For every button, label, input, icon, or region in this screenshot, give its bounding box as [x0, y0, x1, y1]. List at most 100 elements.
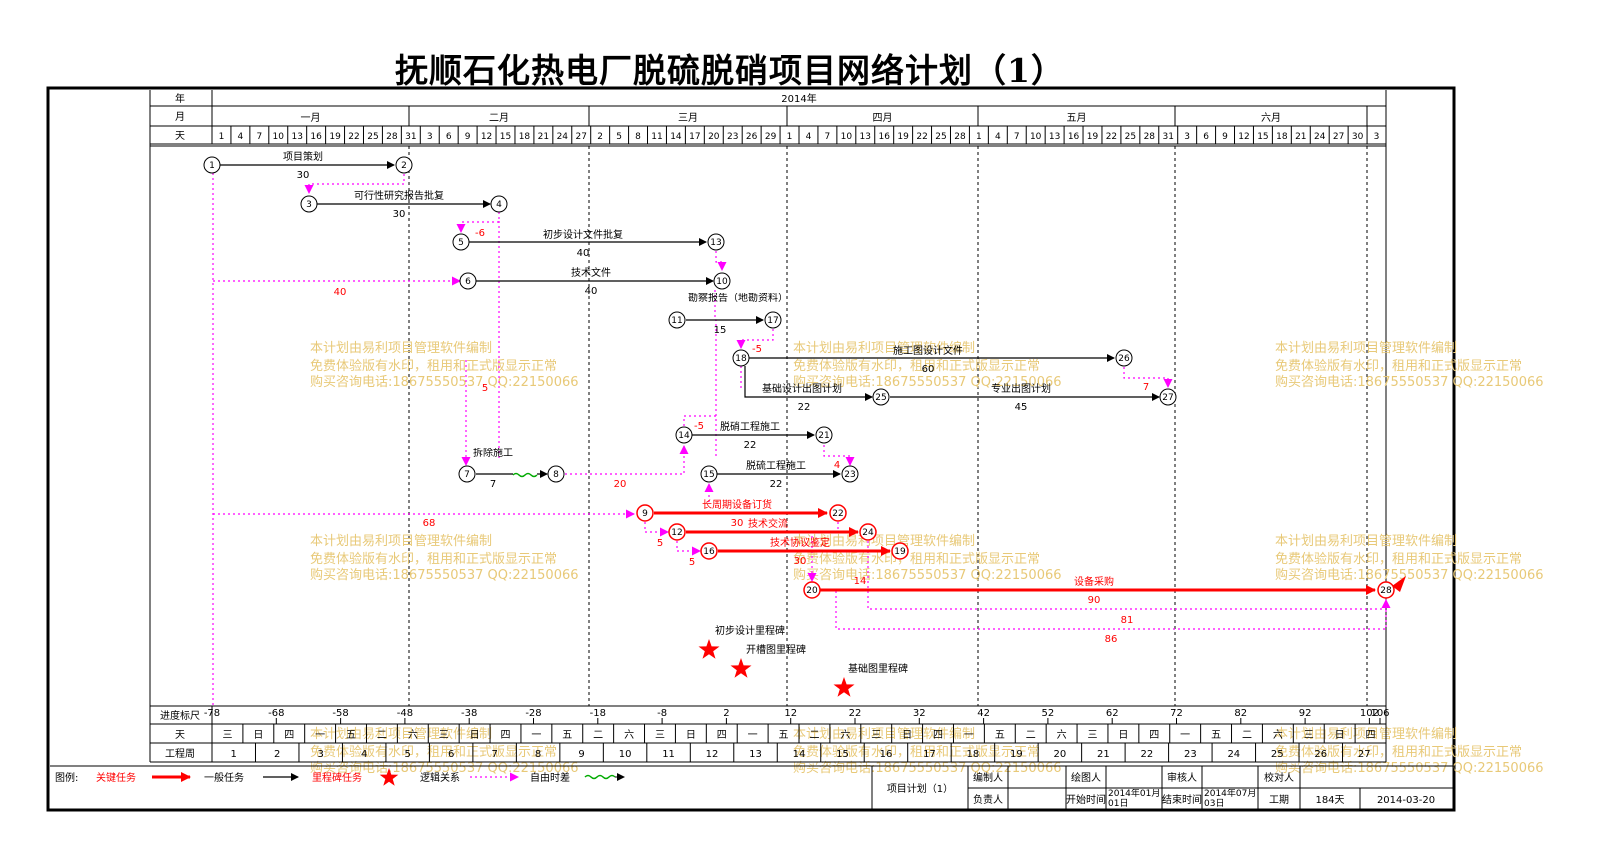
svg-text:11: 11 [671, 316, 682, 326]
task-label: 技术交流 [748, 517, 788, 530]
year-value: 2014年 [781, 92, 816, 105]
day-cell: 21 [1295, 132, 1306, 142]
event-node[interactable]: 23 [841, 465, 859, 483]
svg-text:7: 7 [464, 470, 470, 480]
svg-text:15: 15 [703, 470, 714, 480]
week-cell: 18 [967, 749, 980, 760]
svg-text:10: 10 [716, 277, 728, 287]
task-duration: 30 [393, 209, 406, 220]
event-node[interactable]: 27 [1159, 388, 1177, 406]
day-cell: 16 [878, 132, 890, 142]
event-node[interactable]: 16 [700, 542, 718, 560]
weekday-cell: 六 [840, 729, 850, 741]
task-duration: 45 [1015, 402, 1028, 413]
event-node[interactable]: 3 [300, 195, 318, 213]
weekday-cell: 四 [501, 730, 511, 741]
owner-label: 负责人 [973, 793, 1003, 806]
task-label: 长周期设备订货 [702, 498, 772, 511]
svg-text:19: 19 [894, 547, 906, 557]
day-cell: 24 [557, 132, 569, 142]
svg-text:17: 17 [767, 316, 778, 326]
scale-row-label: 进度标尺 [160, 709, 200, 722]
event-node[interactable]: 21 [815, 426, 833, 444]
day-cell: 10 [273, 132, 285, 142]
weekday-cell: 四 [284, 730, 294, 741]
event-node[interactable]: 2 [395, 156, 413, 174]
day-cell: 22 [1106, 132, 1117, 142]
weekday-cell: 日 [1335, 730, 1345, 741]
day-cell: 9 [465, 132, 471, 142]
day-cell: 28 [386, 132, 398, 142]
milestone-star-icon [730, 658, 752, 678]
task-label: 脱硫工程施工 [746, 459, 806, 472]
event-node[interactable]: 8 [547, 465, 565, 483]
week-cell: 15 [836, 749, 849, 760]
event-node[interactable]: 25 [872, 388, 890, 406]
weekday-cell: 五 [779, 730, 789, 741]
event-node[interactable]: 17 [764, 311, 782, 329]
milestone-star-icon [833, 677, 855, 697]
duration-label: 工期 [1269, 794, 1289, 806]
event-node[interactable]: 12 [668, 523, 686, 541]
event-node[interactable]: 20 [803, 581, 821, 599]
svg-text:21: 21 [818, 431, 829, 441]
event-node[interactable]: 7 [458, 465, 476, 483]
event-node[interactable]: 1 [203, 156, 221, 174]
weekday-cell: 一 [964, 730, 974, 741]
day-cell: 13 [1049, 132, 1060, 142]
svg-text:免费体验版有水印，租用和正式版显示正常: 免费体验版有水印，租用和正式版显示正常 [793, 744, 1040, 760]
event-node[interactable]: 28 [1377, 581, 1395, 599]
milestone-label: 初步设计里程碑 [715, 624, 785, 637]
event-node[interactable]: 18 [732, 349, 750, 367]
week-cell: 27 [1358, 749, 1371, 760]
event-node[interactable]: 4 [490, 195, 508, 213]
task-label: 基础设计出图计划 [762, 382, 842, 395]
event-node[interactable]: 10 [713, 272, 731, 290]
week-cell: 9 [578, 749, 584, 760]
legend-milestone-label: 里程碑任务 [312, 771, 362, 784]
event-node[interactable]: 9 [636, 504, 654, 522]
svg-text:购买咨询电话:18675550537 QQ:22150066: 购买咨询电话:18675550537 QQ:22150066 [1275, 374, 1544, 390]
event-node[interactable]: 11 [668, 311, 686, 329]
month-cell: 二月 [489, 112, 509, 124]
scale-tick: 42 [977, 708, 990, 719]
svg-text:购买咨询电话:18675550537 QQ:22150066: 购买咨询电话:18675550537 QQ:22150066 [310, 760, 579, 776]
event-node[interactable]: 15 [700, 465, 718, 483]
legend-title: 图例: [55, 771, 78, 784]
weekday-cell: 三 [439, 730, 449, 741]
event-node[interactable]: 19 [891, 542, 909, 560]
svg-text:20: 20 [614, 479, 627, 490]
watermark: 本计划由易利项目管理软件编制免费体验版有水印，租用和正式版显示正常购买咨询电话:… [310, 341, 1544, 776]
event-node[interactable]: 24 [859, 523, 877, 541]
week-cell: 20 [1054, 749, 1067, 760]
legend-normal-label: 一般任务 [204, 771, 244, 784]
task-label: 可行性研究报告批复 [354, 189, 444, 202]
day-cell: 31 [405, 132, 416, 142]
day-cell: 25 [1125, 132, 1136, 142]
svg-text:-5: -5 [694, 421, 704, 432]
svg-text:本计划由易利项目管理软件编制: 本计划由易利项目管理软件编制 [310, 341, 492, 356]
task-duration: 90 [1088, 595, 1101, 606]
event-node[interactable]: 13 [707, 233, 725, 251]
event-node[interactable]: 14 [675, 426, 693, 444]
week-cell: 24 [1227, 749, 1240, 760]
svg-text:5: 5 [657, 538, 663, 549]
event-node[interactable]: 22 [829, 504, 847, 522]
week-cell: 19 [1010, 749, 1023, 760]
weekday-cell: 一 [748, 730, 758, 741]
event-node[interactable]: 26 [1115, 349, 1133, 367]
weekday-cell: 三 [655, 730, 665, 741]
svg-text:本计划由易利项目管理软件编制: 本计划由易利项目管理软件编制 [310, 534, 492, 549]
scale-tick: 102 [1360, 708, 1379, 719]
svg-text:16: 16 [703, 547, 715, 557]
event-node[interactable]: 5 [452, 233, 470, 251]
week-cell: 14 [793, 749, 806, 760]
weekday-cell: 一 [531, 730, 541, 741]
day-cell: 18 [519, 132, 531, 142]
day-cell: 22 [916, 132, 927, 142]
event-node[interactable]: 6 [459, 272, 477, 290]
legend-milestone-star-icon [379, 768, 399, 786]
reviewer-label: 审核人 [1167, 771, 1197, 784]
